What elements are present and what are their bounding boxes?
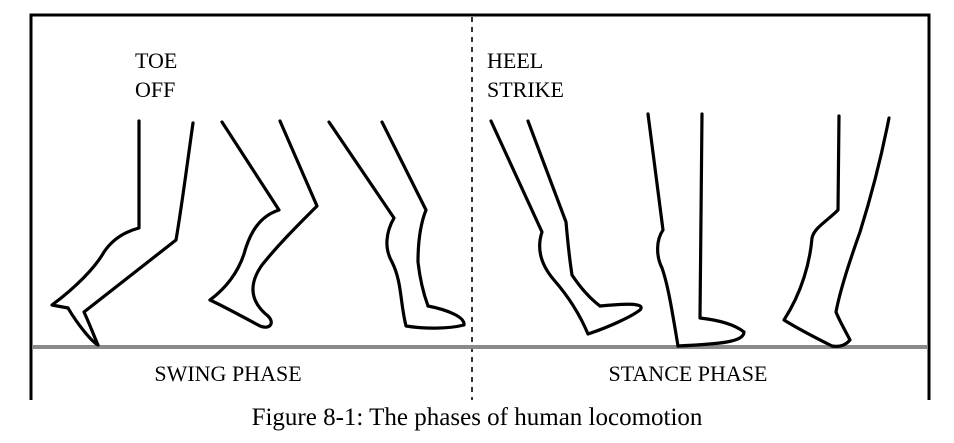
- leg-mid-stance: [646, 112, 746, 348]
- toe-off-label-line1: TOE: [135, 48, 177, 73]
- leg-terminal-stance: [782, 114, 891, 348]
- figure-caption: Figure 8-1: The phases of human locomoti…: [251, 404, 703, 431]
- gait-diagram: TOE OFF HEEL STRIKE SWING PHASE STANCE P…: [29, 13, 931, 400]
- leg-early-swing: [208, 119, 319, 329]
- stance-phase-label: STANCE PHASE: [609, 361, 768, 386]
- figure-frame: [29, 13, 931, 400]
- heel-strike-label-line2: STRIKE: [487, 77, 564, 102]
- heel-strike-label-line1: HEEL: [487, 48, 543, 73]
- swing-phase-label: SWING PHASE: [154, 361, 301, 386]
- leg-late-swing: [327, 120, 466, 330]
- leg-heel-strike: [489, 119, 643, 336]
- toe-off-label-line2: OFF: [135, 77, 175, 102]
- leg-toe-off: [50, 119, 195, 347]
